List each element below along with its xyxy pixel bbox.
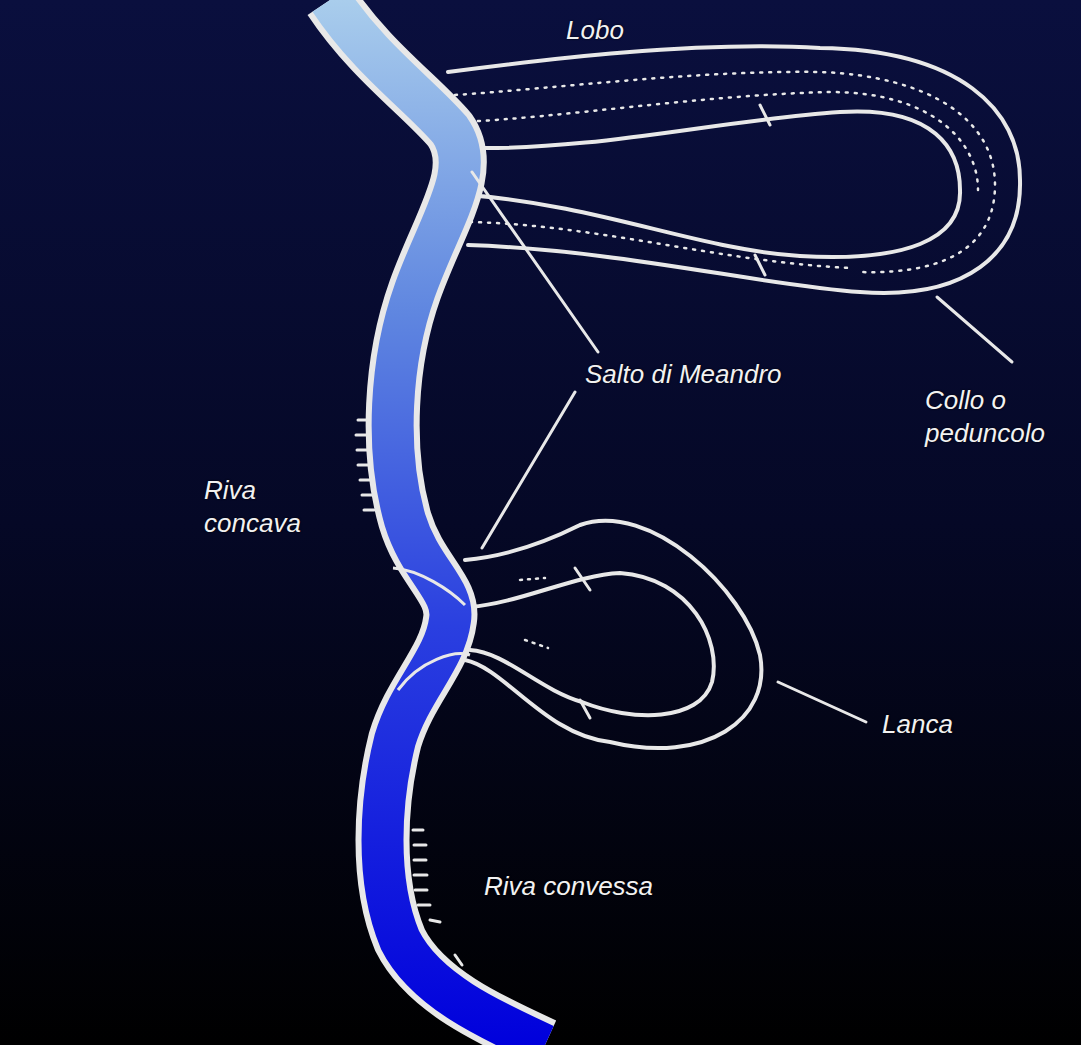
oxbow-lanca — [465, 521, 761, 748]
bank-erosion-ticks — [356, 420, 462, 965]
neck-label: Collo o peduncolo — [925, 384, 1075, 449]
meander-jump-label: Salto di Meandro — [585, 358, 782, 391]
concave-bank-label: Riva concava — [204, 474, 344, 539]
oxbow-upper — [448, 46, 1020, 293]
convex-bank-label: Riva convessa — [484, 870, 653, 903]
lobe-label: Lobo — [566, 14, 624, 47]
oxbow-label: Lanca — [882, 708, 953, 741]
